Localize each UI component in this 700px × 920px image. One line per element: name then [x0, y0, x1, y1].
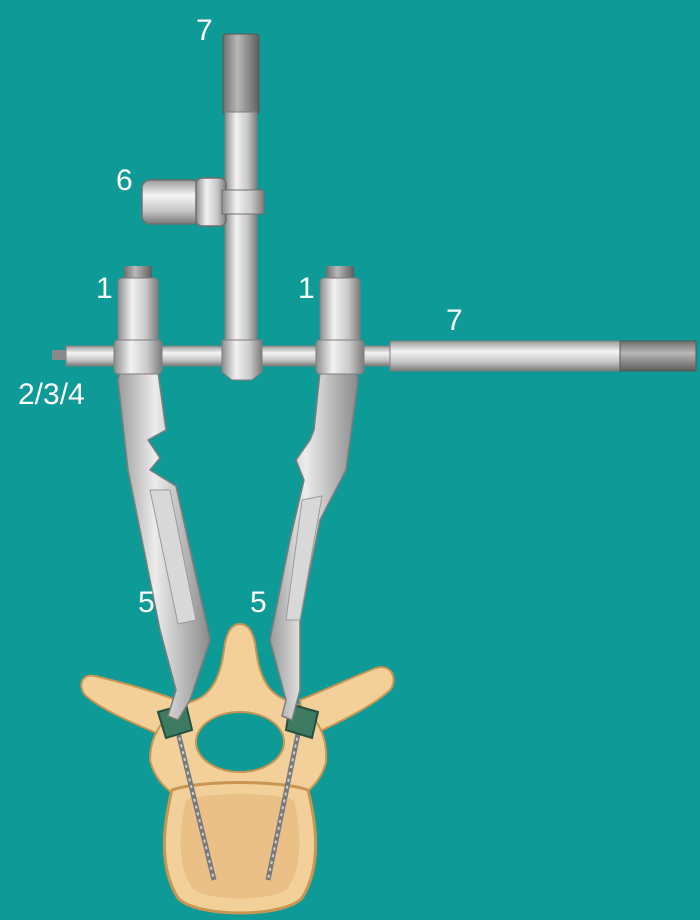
- label-right-arm: 5: [250, 586, 267, 619]
- left-post: [114, 266, 162, 374]
- label-left-arm: 5: [138, 586, 155, 619]
- label-right-rod: 7: [446, 304, 463, 337]
- label-right-post: 1: [298, 272, 315, 305]
- left-arm: [118, 372, 210, 720]
- label-left-post: 1: [96, 272, 113, 305]
- vertebra: [81, 624, 393, 913]
- label-clamp: 6: [116, 164, 133, 197]
- right-extension-rod: [390, 341, 696, 371]
- right-post: [316, 266, 364, 374]
- spinal-canal: [196, 712, 284, 772]
- label-left-end: 2/3/4: [18, 378, 85, 411]
- label-top-rod: 7: [196, 14, 213, 47]
- right-arm: [270, 372, 358, 720]
